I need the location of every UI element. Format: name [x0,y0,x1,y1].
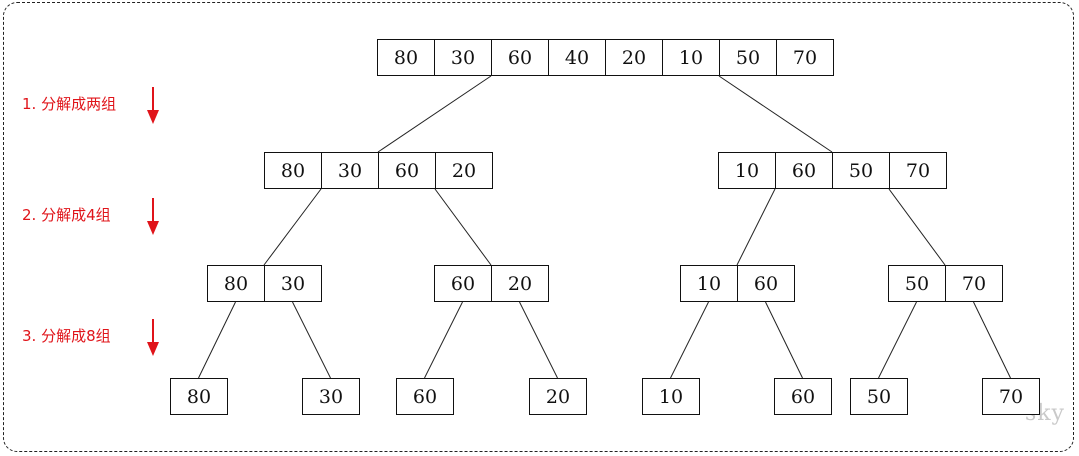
dashed-frame [3,2,1074,452]
down-arrow-icon [147,319,159,356]
cell-l1-g0-c2: 60 [378,152,436,189]
step-label-2: 2. 分解成4组 [22,206,111,224]
cell-l1-g1-c2: 50 [832,152,890,189]
connector-l0-g0-0 [377,75,492,153]
cell-l1-g1-c1: 60 [775,152,833,189]
cell-l1-g1-c3: 70 [889,152,947,189]
connector-l2-g1-1 [519,301,558,379]
down-arrow-icon [147,198,159,235]
cell-l0-g0-c0: 80 [377,39,435,76]
cell-l1-g0-c0: 80 [264,152,322,189]
connector-l1-g1-1 [888,188,946,266]
cell-l3-g3-c0: 20 [529,378,587,415]
connector-l2-g3-1 [973,301,1011,379]
cell-l3-g2-c0: 60 [396,378,454,415]
cell-l0-g0-c6: 50 [719,39,777,76]
cell-l3-g1-c0: 30 [302,378,360,415]
connector-l2-g0-0 [198,301,236,379]
cell-l0-g0-c7: 70 [776,39,834,76]
cell-l0-g0-c3: 40 [548,39,606,76]
down-arrow-icon [147,87,159,124]
cell-l3-g7-c0: 70 [982,378,1040,415]
cell-l2-g3-c1: 70 [945,265,1003,302]
connector-l0-g0-1 [718,75,833,153]
cell-l2-g2-c1: 60 [737,265,795,302]
connector-l1-g0-0 [263,188,322,266]
cell-l0-g0-c4: 20 [605,39,663,76]
step-label-1: 1. 分解成两组 [22,95,117,113]
cell-l0-g0-c2: 60 [491,39,549,76]
cell-l2-g1-c0: 60 [434,265,492,302]
connector-l2-g1-0 [424,301,463,379]
cell-l2-g0-c1: 30 [264,265,322,302]
cell-l3-g4-c0: 10 [642,378,700,415]
cell-l2-g1-c1: 20 [491,265,549,302]
cell-l0-g0-c5: 10 [662,39,720,76]
connector-l2-g2-0 [670,301,709,379]
connector-l2-g2-1 [765,301,803,379]
cell-l1-g0-c3: 20 [435,152,493,189]
cell-l1-g0-c1: 30 [321,152,379,189]
connector-l2-g3-0 [878,301,917,379]
connector-l2-g0-1 [292,301,331,379]
cell-l3-g0-c0: 80 [170,378,228,415]
cell-l1-g1-c0: 10 [718,152,776,189]
step-label-3: 3. 分解成8组 [22,327,111,345]
cell-l2-g3-c0: 50 [888,265,946,302]
cell-l0-g0-c1: 30 [434,39,492,76]
cell-l3-g5-c0: 60 [774,378,832,415]
connector-l1-g0-1 [434,188,492,266]
connector-l1-g1-0 [736,188,776,266]
cell-l2-g2-c0: 10 [680,265,738,302]
cell-l2-g0-c0: 80 [207,265,265,302]
cell-l3-g6-c0: 50 [850,378,908,415]
